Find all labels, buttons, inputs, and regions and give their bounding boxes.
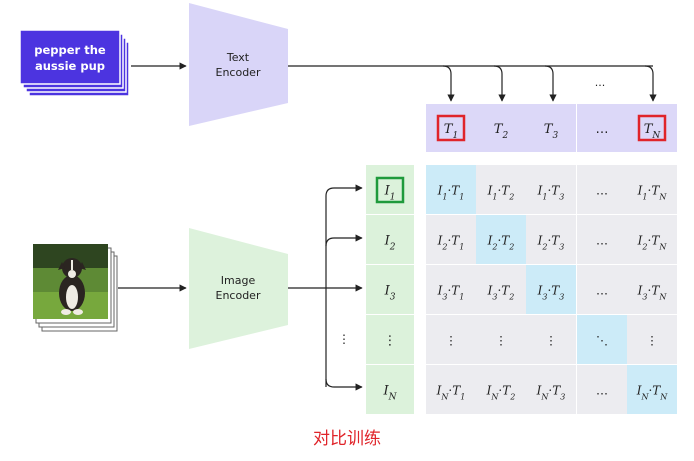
matrix-cell: ⋮ — [426, 315, 476, 364]
matrix-cell-label: ⋮ — [646, 334, 658, 348]
matrix-cell-label: I3·TN — [637, 284, 668, 302]
matrix-cell: I2·T2 — [476, 215, 526, 264]
text-embedding-label: T3 — [544, 122, 559, 141]
text-embedding-cell: T3 — [526, 104, 576, 152]
matrix-cell-label: I2·T2 — [487, 234, 515, 252]
matrix-cell: I3·TN — [627, 265, 677, 314]
text-encoder-line2: Encoder — [216, 66, 261, 79]
image-encoder: Image Encoder — [189, 228, 288, 349]
matrix-cell: I1·T3 — [526, 165, 576, 214]
highlight-box-red — [637, 114, 667, 142]
image-dots: ⋮ — [338, 332, 350, 346]
matrix-cell-label: I1·T3 — [537, 184, 565, 202]
matrix-cell: ⋮ — [476, 315, 526, 364]
matrix-cell: ⋮ — [627, 315, 677, 364]
matrix-cell: … — [577, 215, 627, 264]
image-output-connectors — [288, 184, 363, 391]
matrix-cell: … — [577, 265, 627, 314]
similarity-matrix: I1·T1 I1·T2 I1·T3 … I1·TN I2·T1 I2·T2 I2·T3 … I2·… — [426, 165, 677, 414]
image-encoder-line2: Encoder — [216, 289, 261, 302]
highlight-box-green — [375, 176, 405, 204]
image-embedding-cell: ⋮ — [366, 315, 414, 364]
text-input-stack: pepper the aussie pup — [19, 29, 130, 97]
text-output-connectors — [288, 65, 657, 102]
matrix-cell-label: I1·T1 — [437, 184, 465, 202]
text-embedding-label: TN — [644, 122, 662, 141]
matrix-cell-label: … — [596, 384, 608, 398]
image-embedding-label: I3 — [384, 284, 396, 303]
matrix-cell: IN·TN — [627, 365, 677, 414]
matrix-cell-label: … — [596, 234, 608, 248]
puppy-photo — [33, 244, 108, 319]
matrix-cell-label: I3·T3 — [537, 284, 565, 302]
text-input-line2: aussie pup — [35, 59, 105, 73]
image-input-stack — [33, 244, 118, 332]
image-embedding-label: IN — [382, 384, 397, 403]
matrix-cell-label: I3·T1 — [437, 284, 465, 302]
matrix-cell: I3·T3 — [526, 265, 576, 314]
matrix-cell-label: … — [596, 284, 608, 298]
matrix-cell: I3·T2 — [476, 265, 526, 314]
text-embedding-cell: T1 — [426, 104, 476, 152]
matrix-cell-label: IN·T1 — [436, 384, 466, 402]
text-embedding-label: T1 — [444, 122, 458, 141]
text-encoder: Text Encoder — [189, 3, 288, 126]
image-embedding-cell: I3 — [366, 265, 414, 314]
matrix-cell: I3·T1 — [426, 265, 476, 314]
matrix-cell-label: I2·T1 — [437, 234, 465, 252]
matrix-cell-label: I1·TN — [637, 184, 668, 202]
highlight-box-red — [436, 114, 466, 142]
text-dots: ... — [595, 76, 606, 89]
image-encoder-line1: Image — [221, 274, 256, 287]
text-embedding-label: … — [596, 122, 609, 137]
matrix-cell-label: I1·T2 — [487, 184, 515, 202]
image-embedding-cell: IN — [366, 365, 414, 414]
matrix-cell-label: ⋮ — [445, 334, 457, 348]
text-encoder-line1: Text — [226, 51, 250, 64]
matrix-cell-label: I2·TN — [637, 234, 668, 252]
matrix-cell: … — [577, 165, 627, 214]
matrix-cell: I1·TN — [627, 165, 677, 214]
text-embedding-cell: TN — [627, 104, 677, 152]
matrix-cell-label: I2·T3 — [537, 234, 565, 252]
text-embedding-row: T1 T2 T3 … TN — [426, 104, 677, 152]
matrix-cell: … — [577, 365, 627, 414]
matrix-cell-label: I3·T2 — [487, 284, 515, 302]
image-embedding-cell: I1 — [366, 165, 414, 214]
matrix-cell: I1·T2 — [476, 165, 526, 214]
matrix-cell-label: ⋱ — [596, 334, 608, 348]
matrix-cell: IN·T3 — [526, 365, 576, 414]
text-embedding-cell: … — [577, 104, 627, 152]
matrix-cell: I2·T3 — [526, 215, 576, 264]
text-embedding-cell: T2 — [476, 104, 526, 152]
matrix-cell: IN·T2 — [476, 365, 526, 414]
text-input-line1: pepper the — [34, 43, 106, 57]
text-embedding-label: T2 — [494, 122, 509, 141]
matrix-cell: ⋮ — [526, 315, 576, 364]
matrix-cell: I2·T1 — [426, 215, 476, 264]
matrix-cell-label: … — [596, 184, 608, 198]
matrix-cell-label: IN·TN — [636, 384, 669, 402]
matrix-cell: ⋱ — [577, 315, 627, 364]
matrix-cell-label: ⋮ — [545, 334, 557, 348]
image-embedding-label: I2 — [384, 234, 396, 253]
matrix-cell: IN·T1 — [426, 365, 476, 414]
matrix-cell: I2·TN — [627, 215, 677, 264]
image-embedding-label: ⋮ — [384, 334, 397, 349]
matrix-cell-label: IN·T3 — [536, 384, 566, 402]
image-embedding-cell: I2 — [366, 215, 414, 264]
matrix-cell-label: IN·T2 — [486, 384, 516, 402]
caption: 对比训练 — [313, 429, 381, 449]
image-embedding-label: I1 — [384, 184, 396, 203]
matrix-cell: I1·T1 — [426, 165, 476, 214]
matrix-cell-label: ⋮ — [495, 334, 507, 348]
